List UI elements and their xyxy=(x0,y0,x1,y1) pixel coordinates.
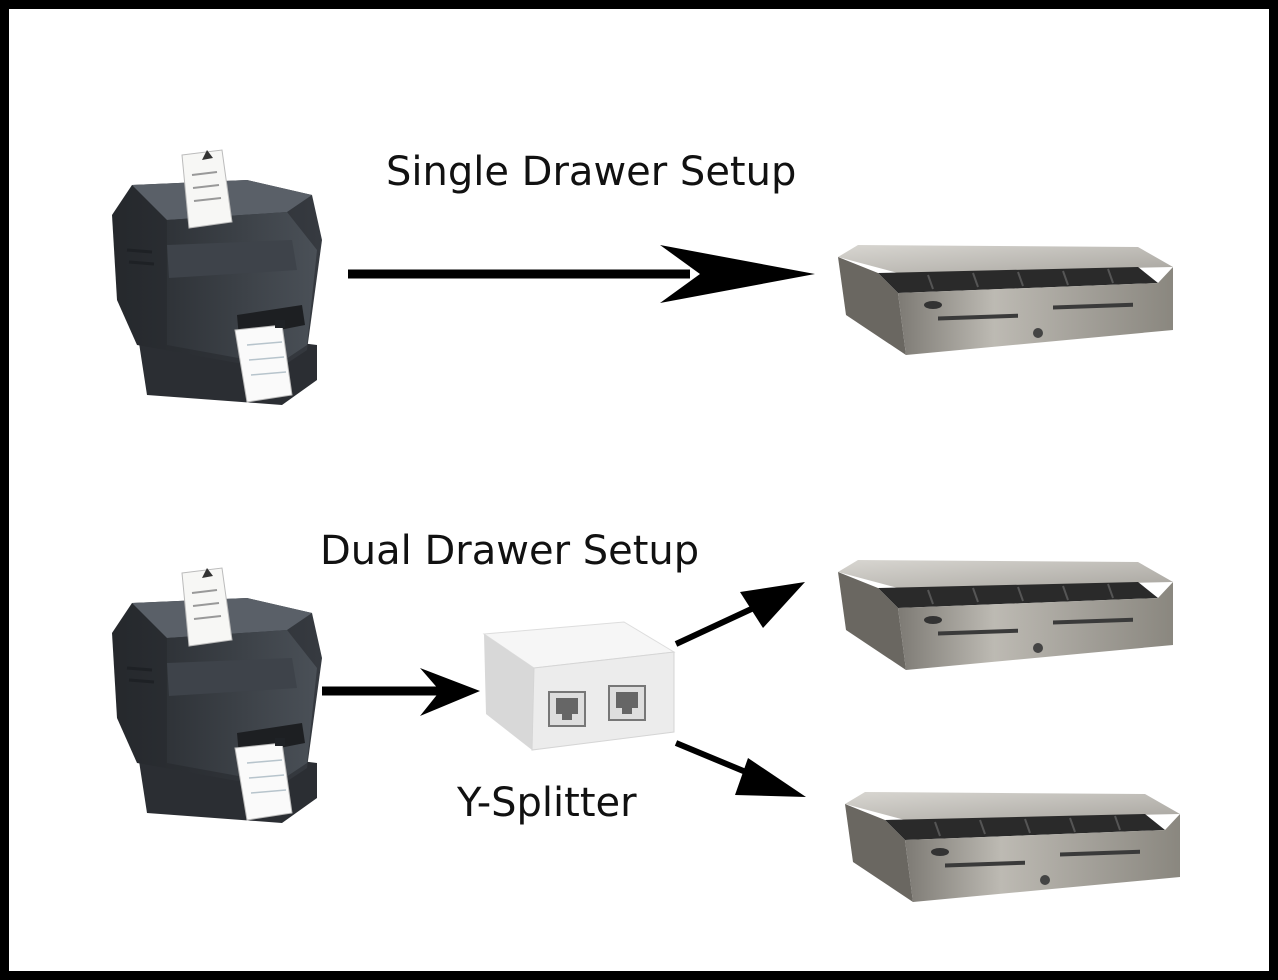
cash-drawer-icon xyxy=(844,791,1181,903)
cash-drawer-icon xyxy=(837,559,1174,671)
arrow-right-icon xyxy=(322,668,480,716)
y-splitter-label: Y-Splitter xyxy=(457,780,637,826)
arrow-right-icon xyxy=(674,740,806,797)
receipt-printer-icon xyxy=(110,148,324,407)
arrow-right-icon xyxy=(348,245,815,303)
cash-drawer-icon xyxy=(837,244,1174,356)
receipt-printer-icon xyxy=(110,566,324,825)
y-splitter-icon xyxy=(483,621,675,751)
arrow-right-icon xyxy=(674,582,805,647)
dual-drawer-title: Dual Drawer Setup xyxy=(320,528,700,574)
single-drawer-title: Single Drawer Setup xyxy=(386,149,797,195)
